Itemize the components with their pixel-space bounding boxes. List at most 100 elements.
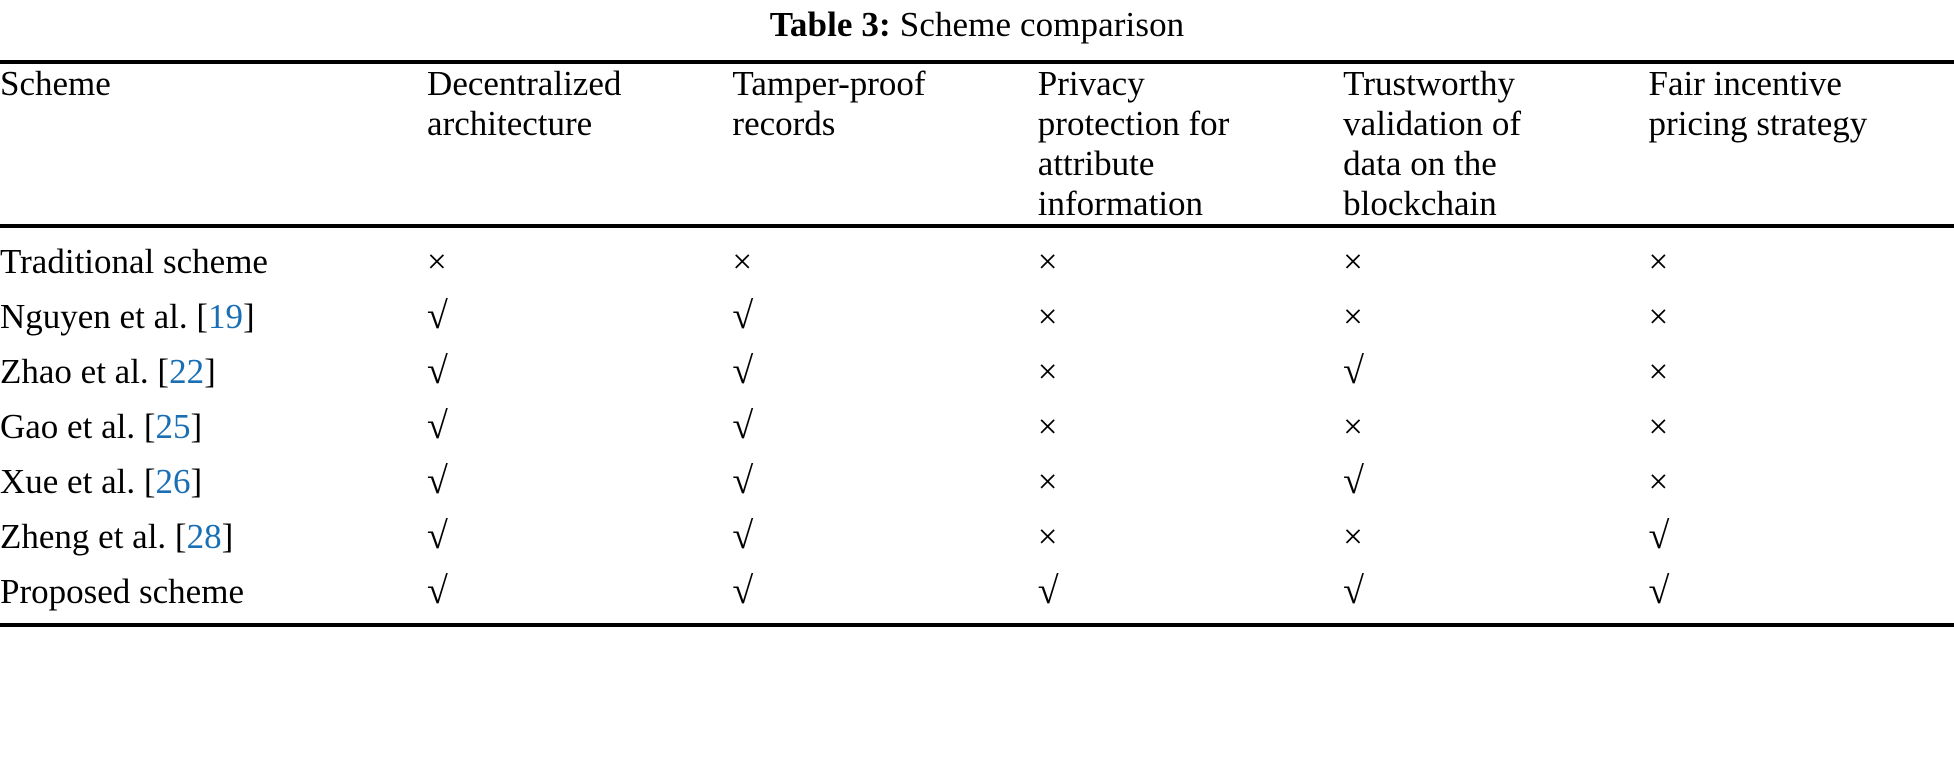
column-header-line: attribute: [1037, 144, 1155, 183]
citation-link[interactable]: 22: [169, 352, 205, 391]
support-cell: √: [732, 344, 1037, 399]
check-icon: √: [1037, 570, 1059, 612]
scheme-name-cell: Zhao et al. [22]: [0, 344, 427, 399]
scheme-name-text: ]: [190, 407, 203, 446]
cross-icon: ×: [1037, 407, 1058, 446]
column-header-fair-incentive-pricing: Fair incentive pricing strategy: [1649, 64, 1954, 224]
support-cell: ×: [1038, 454, 1343, 509]
support-cell: ×: [427, 228, 732, 289]
support-cell: √: [732, 509, 1037, 564]
table-row: Nguyen et al. [19]√√×××: [0, 289, 1954, 344]
cross-icon: ×: [1343, 517, 1363, 556]
check-icon: √: [1343, 570, 1365, 612]
support-cell: √: [1343, 454, 1648, 509]
support-cell: ×: [1038, 228, 1343, 289]
scheme-name-text: Traditional scheme: [0, 242, 268, 281]
check-icon: √: [427, 295, 448, 337]
table-row: Zhao et al. [22]√√×√×: [0, 344, 1954, 399]
check-icon: √: [732, 295, 754, 337]
support-cell: ×: [1649, 344, 1954, 399]
table-header-row: Scheme Decentralized architecture Tamper…: [0, 64, 1954, 224]
scheme-name: Gao et al. [25]: [0, 407, 202, 446]
column-header-line: Decentralized: [427, 64, 622, 103]
support-cell: √: [732, 399, 1037, 454]
support-cell: √: [1649, 564, 1954, 623]
citation-link[interactable]: 26: [155, 462, 191, 501]
table-caption-label: Table 3:: [769, 5, 891, 44]
scheme-name-text: Proposed scheme: [0, 572, 244, 611]
support-cell: √: [427, 454, 732, 509]
column-header-line: architecture: [427, 104, 593, 143]
check-icon: √: [427, 405, 448, 447]
column-header-line: protection for: [1037, 104, 1230, 143]
scheme-name-text: ]: [204, 352, 216, 391]
cross-icon: ×: [1648, 462, 1669, 501]
support-cell: √: [427, 289, 732, 344]
table-row: Traditional scheme×××××: [0, 228, 1954, 289]
check-icon: √: [732, 515, 754, 557]
column-header-line: Privacy: [1037, 64, 1145, 103]
scheme-name-text: Xue et al. [: [0, 462, 156, 501]
check-icon: √: [732, 350, 754, 392]
scheme-name: Proposed scheme: [0, 572, 244, 611]
table-bottom-rule: [0, 623, 1954, 627]
citation-link[interactable]: 25: [155, 407, 191, 446]
support-cell: √: [1649, 509, 1954, 564]
check-icon: √: [427, 350, 448, 392]
support-cell: √: [1343, 344, 1648, 399]
scheme-name-text: Nguyen et al. [: [0, 297, 208, 336]
scheme-comparison-table: Scheme Decentralized architecture Tamper…: [0, 64, 1954, 224]
column-header-line: validation of: [1343, 104, 1522, 143]
support-cell: ×: [1343, 228, 1648, 289]
cross-icon: ×: [1343, 242, 1363, 281]
scheme-name-cell: Nguyen et al. [19]: [0, 289, 427, 344]
support-cell: ×: [1038, 289, 1343, 344]
scheme-name-cell: Traditional scheme: [0, 228, 427, 289]
scheme-name-cell: Gao et al. [25]: [0, 399, 427, 454]
table-row: Proposed scheme√√√√√: [0, 564, 1954, 623]
scheme-name-text: ]: [221, 517, 234, 556]
column-header-scheme: Scheme: [0, 64, 427, 224]
check-icon: √: [1343, 460, 1365, 502]
support-cell: √: [732, 454, 1037, 509]
table-header-rule: [0, 224, 1954, 228]
table-top-rule: [0, 60, 1954, 64]
cross-icon: ×: [1343, 407, 1363, 446]
cross-icon: ×: [1648, 407, 1669, 446]
scheme-name-text: ]: [190, 462, 203, 501]
support-cell: ×: [1038, 509, 1343, 564]
support-cell: ×: [1038, 399, 1343, 454]
support-cell: √: [732, 289, 1037, 344]
column-header-trustworthy-validation: Trustworthy validation of data on the bl…: [1343, 64, 1648, 224]
column-header-privacy-protection: Privacy protection for attribute informa…: [1038, 64, 1343, 224]
citation-link[interactable]: 28: [186, 517, 222, 556]
scheme-name-text: Gao et al. [: [0, 407, 156, 446]
support-cell: √: [427, 344, 732, 399]
citation-link[interactable]: 19: [207, 297, 243, 336]
column-header-line: pricing strategy: [1648, 104, 1868, 143]
support-cell: ×: [1343, 399, 1648, 454]
support-cell: √: [427, 399, 732, 454]
check-icon: √: [427, 570, 448, 612]
scheme-name-cell: Zheng et al. [28]: [0, 509, 427, 564]
support-cell: ×: [1649, 454, 1954, 509]
table-row: Zheng et al. [28]√√××√: [0, 509, 1954, 564]
support-cell: √: [427, 509, 732, 564]
column-header-line: blockchain: [1343, 184, 1497, 223]
cross-icon: ×: [1648, 297, 1669, 336]
cross-icon: ×: [1037, 242, 1058, 281]
scheme-name-cell: Xue et al. [26]: [0, 454, 427, 509]
scheme-name: Zhao et al. [22]: [0, 352, 216, 391]
support-cell: √: [1038, 564, 1343, 623]
cross-icon: ×: [1037, 297, 1058, 336]
check-icon: √: [732, 405, 754, 447]
check-icon: √: [427, 460, 448, 502]
column-header-line: Trustworthy: [1343, 64, 1515, 103]
column-header-line: information: [1037, 184, 1204, 223]
column-header-line: Scheme: [0, 64, 111, 103]
support-cell: √: [732, 564, 1037, 623]
scheme-name: Traditional scheme: [0, 242, 268, 281]
table-caption: Table 3:Scheme comparison: [0, 0, 1954, 47]
cross-icon: ×: [1037, 462, 1058, 501]
